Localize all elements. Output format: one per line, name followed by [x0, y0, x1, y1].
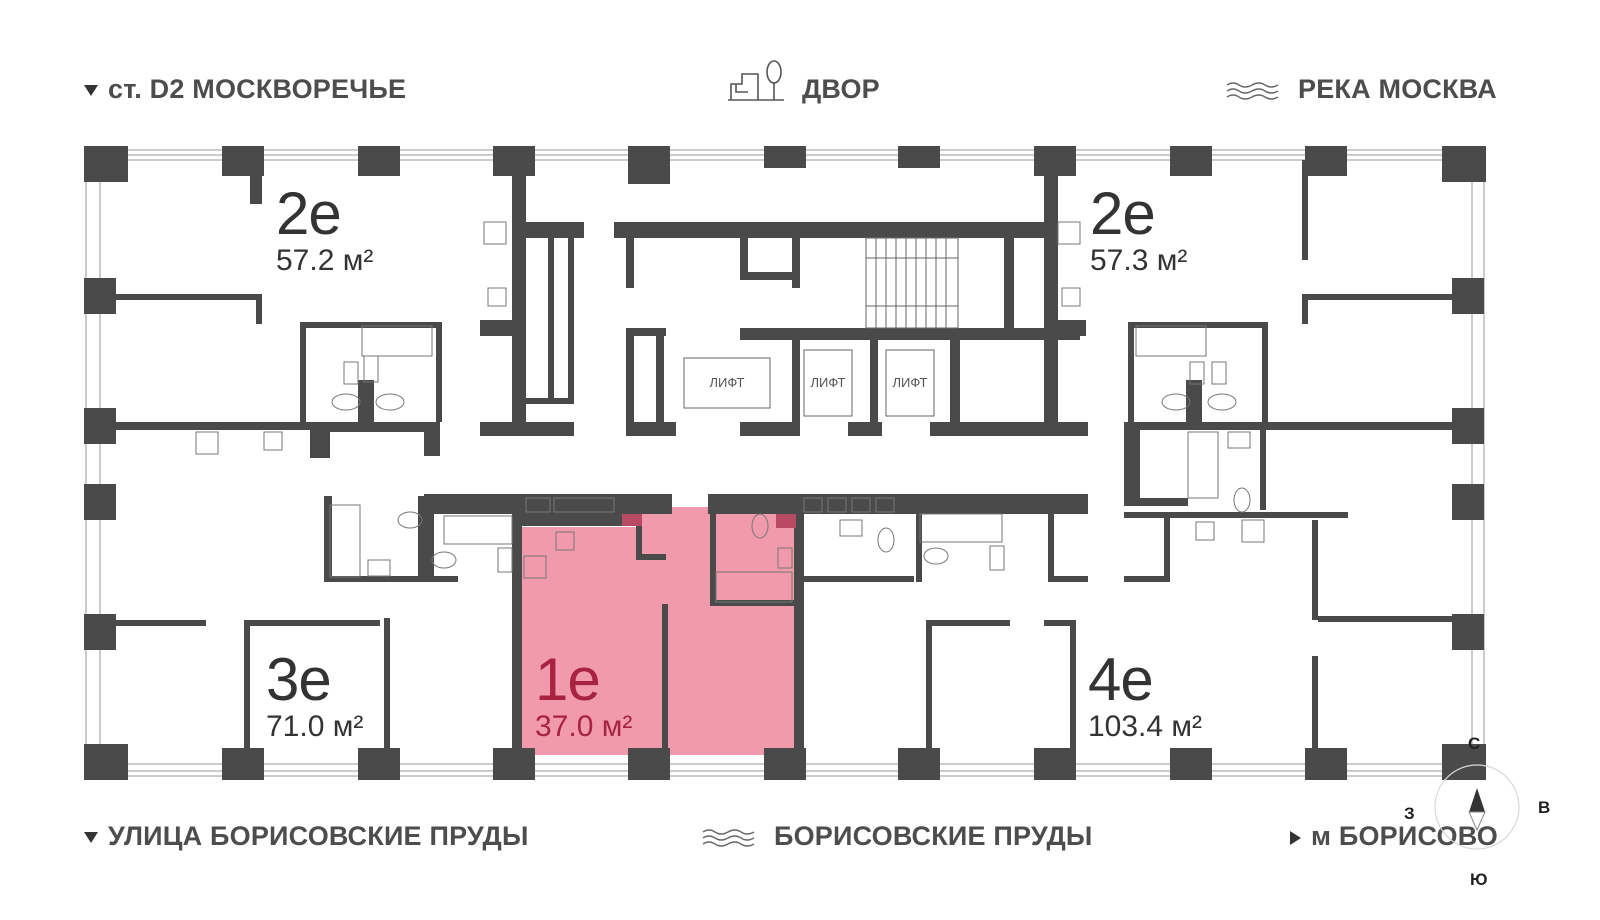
- sink-icon: [367, 559, 391, 577]
- toilet-icon: [375, 393, 405, 411]
- unit-3e[interactable]: 3е 71.0 м²: [266, 650, 386, 746]
- unit-2e-right[interactable]: 2е 57.3 м²: [1090, 184, 1230, 280]
- toilet-icon: [431, 551, 457, 569]
- unit-area: 103.4 м²: [1088, 710, 1203, 743]
- unit-1e-selected[interactable]: 1е 37.0 м²: [535, 650, 655, 746]
- sink-icon: [1227, 431, 1251, 449]
- label-station-moskvorechye: ст. D2 МОСКВОРЕЧЬЕ: [84, 76, 406, 103]
- water-waves-icon: [1226, 82, 1279, 100]
- walls: [84, 146, 1486, 780]
- toilet-icon: [1207, 393, 1237, 411]
- label-metro-borisovo: м БОРИСОВО: [1290, 823, 1498, 850]
- lifts: ЛИФТ ЛИФТ ЛИФТ: [683, 349, 935, 417]
- closet-icon: [851, 497, 871, 513]
- bathtub-icon: [1135, 325, 1207, 357]
- stove-icon: [483, 221, 507, 245]
- selected-unit-highlight[interactable]: [522, 507, 796, 755]
- sink-icon: [343, 361, 359, 385]
- unit-area: 57.2 м²: [276, 244, 374, 277]
- toilet-icon: [1233, 487, 1251, 513]
- toilet-icon: [877, 527, 895, 553]
- compass: С Ю З В: [1400, 730, 1560, 890]
- bathtub-icon: [919, 513, 1003, 543]
- compass-north: С: [1468, 734, 1481, 753]
- lift-1-label: ЛИФТ: [710, 375, 745, 390]
- bathtub-icon: [715, 571, 793, 603]
- stove-icon: [1057, 221, 1081, 245]
- courtyard-icon: [728, 60, 784, 101]
- toilet-icon: [397, 511, 423, 529]
- lift-2: [803, 349, 853, 417]
- sink-icon: [839, 519, 863, 537]
- compass-icon: [1434, 764, 1520, 850]
- arrow-down-icon: [84, 85, 98, 97]
- unit-4e[interactable]: 4е 103.4 м²: [1088, 650, 1228, 746]
- sink-icon: [363, 355, 379, 383]
- stove-icon: [523, 555, 547, 579]
- arrow-right-icon: [1290, 830, 1301, 845]
- toilet-icon: [923, 547, 949, 565]
- compass-west: З: [1404, 804, 1415, 823]
- sink-icon: [1211, 361, 1227, 385]
- unit-name: 1е: [535, 646, 601, 713]
- unit-2e-left[interactable]: 2е 57.2 м²: [276, 184, 416, 280]
- sink-icon: [777, 547, 793, 569]
- closet-icon: [827, 497, 847, 513]
- selected-unit-walls: [622, 514, 796, 528]
- sink-icon: [497, 547, 513, 573]
- fridge-icon: [1195, 521, 1215, 541]
- toilet-icon: [1161, 393, 1191, 411]
- unit-area: 71.0 м²: [266, 710, 364, 743]
- closet-icon: [803, 497, 823, 513]
- closet-icon: [553, 497, 615, 513]
- fixtures: [195, 221, 1265, 603]
- stove-icon: [195, 431, 219, 455]
- unit-name: 2е: [1090, 180, 1156, 247]
- lift-3: [885, 349, 935, 417]
- bathtub-icon: [329, 504, 361, 578]
- unit-name: 2е: [276, 180, 342, 247]
- water-waves-icon: [702, 829, 755, 847]
- unit-name: 3е: [266, 646, 332, 713]
- closet-icon: [875, 497, 895, 513]
- toilet-icon: [751, 513, 769, 539]
- compass-south: Ю: [1470, 870, 1488, 889]
- lift-1: [683, 357, 771, 409]
- fridge-icon: [263, 431, 283, 451]
- label-moscow-river: РЕКА МОСКВА: [1226, 76, 1497, 103]
- fridge-icon: [555, 531, 575, 551]
- closet-icon: [525, 497, 551, 513]
- toilet-icon: [331, 393, 361, 411]
- bathtub-icon: [361, 325, 433, 357]
- label-courtyard: ДВОР: [728, 60, 880, 104]
- label-borisovskie-prudy-ponds: БОРИСОВСКИЕ ПРУДЫ: [702, 823, 1093, 850]
- lift-2-label: ЛИФТ: [811, 375, 846, 390]
- stove-icon: [1241, 519, 1265, 543]
- lift-3-label: ЛИФТ: [893, 375, 928, 390]
- unit-area: 57.3 м²: [1090, 244, 1188, 277]
- bathtub-icon: [443, 515, 513, 545]
- stairs: [865, 237, 959, 329]
- unit-name: 4е: [1088, 646, 1154, 713]
- fridge-icon: [487, 287, 507, 307]
- label-borisovskie-prudy-street: УЛИЦА БОРИСОВСКИЕ ПРУДЫ: [84, 823, 529, 850]
- arrow-down-icon: [84, 832, 98, 844]
- compass-east: В: [1538, 798, 1551, 817]
- unit-area: 37.0 м²: [535, 710, 633, 743]
- bathtub-icon: [1187, 431, 1219, 499]
- sink-icon: [989, 545, 1005, 571]
- sink-icon: [1189, 361, 1205, 385]
- fridge-icon: [1061, 287, 1081, 307]
